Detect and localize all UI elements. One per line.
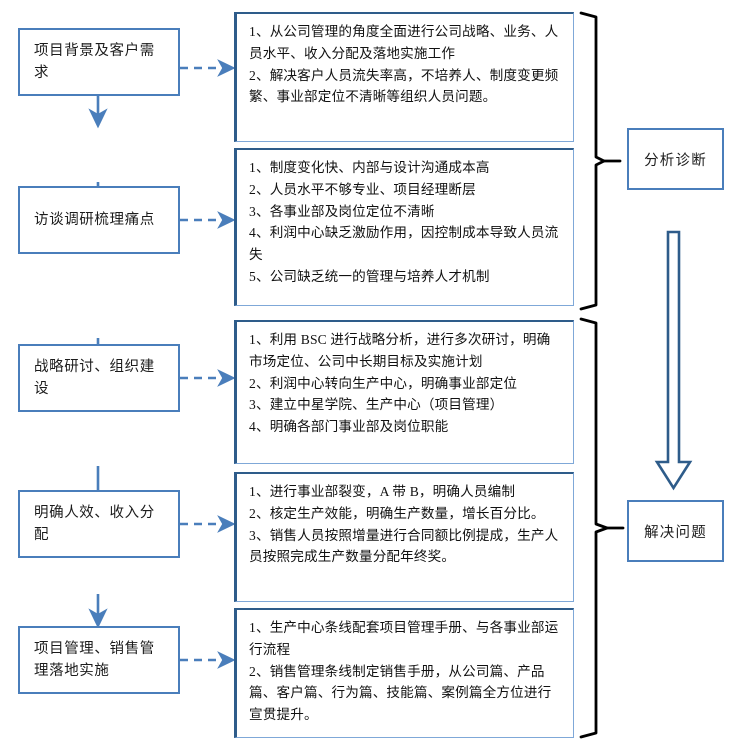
detail-text-2: 1、制度变化快、内部与设计沟通成本高 2、人员水平不够专业、项目经理断层 3、各… [249,160,559,284]
bracket-solution [579,317,609,739]
phase-label-solution: 解决问题 [644,524,707,541]
detail-connectors [180,59,236,669]
detail-box-2[interactable]: 1、制度变化快、内部与设计沟通成本高 2、人员水平不够专业、项目经理断层 3、各… [234,148,574,306]
grouping-brackets [579,11,625,739]
stage-label-5: 项目管理、销售管理落地实施 [34,640,155,679]
stage-label-1: 项目背景及客户需求 [34,42,155,81]
phase-block-arrow [654,230,693,491]
detail-box-5[interactable]: 1、生产中心条线配套项目管理手册、与各事业部运行流程 2、销售管理条线制定销售手… [234,608,574,738]
detail-text-5: 1、生产中心条线配套项目管理手册、与各事业部运行流程 2、销售管理条线制定销售手… [249,620,559,722]
bracket-analysis [579,11,606,311]
detail-text-1: 1、从公司管理的角度全面进行公司战略、业务、人员水平、收入分配及落地实施工作 2… [249,24,559,105]
detail-box-4[interactable]: 1、进行事业部裂变，A 带 B，明确人员编制 2、核定生产效能，明确生产数量，增… [234,472,574,602]
phase-label-analysis: 分析诊断 [644,152,707,169]
stage-box-5[interactable]: 项目管理、销售管理落地实施 [18,626,180,694]
stage-box-4[interactable]: 明确人效、收入分配 [18,490,180,558]
stage-label-4: 明确人效、收入分配 [34,504,155,543]
phase-box-solution[interactable]: 解决问题 [627,500,724,562]
stage-label-3: 战略研讨、组织建设 [34,358,155,397]
stage-label-2: 访谈调研梳理痛点 [34,211,155,228]
detail-box-3[interactable]: 1、利用 BSC 进行战略分析，进行多次研讨，明确市场定位、公司中长期目标及实施… [234,320,574,464]
stage-box-3[interactable]: 战略研讨、组织建设 [18,344,180,412]
stage-box-1[interactable]: 项目背景及客户需求 [18,28,180,96]
detail-box-1[interactable]: 1、从公司管理的角度全面进行公司战略、业务、人员水平、收入分配及落地实施工作 2… [234,12,574,142]
phase-box-analysis[interactable]: 分析诊断 [627,128,724,190]
detail-text-4: 1、进行事业部裂变，A 带 B，明确人员编制 2、核定生产效能，明确生产数量，增… [249,484,559,565]
stage-box-2[interactable]: 访谈调研梳理痛点 [18,186,180,254]
detail-text-3: 1、利用 BSC 进行战略分析，进行多次研讨，明确市场定位、公司中长期目标及实施… [249,332,551,434]
